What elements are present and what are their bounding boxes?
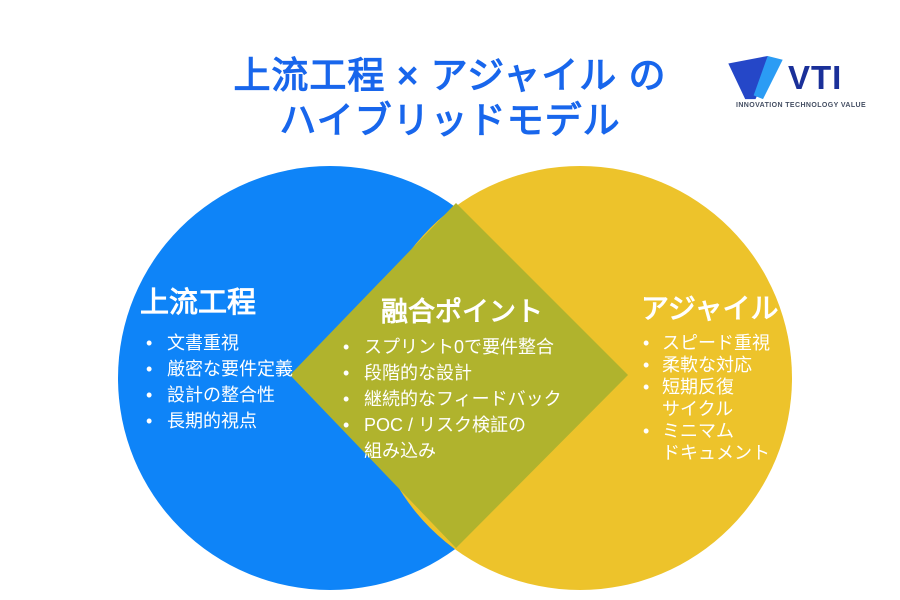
- fusion-points-heading: 融合ポイント: [381, 297, 543, 327]
- upstream-list: 文書重視 厳密な要件定義 設計の整合性 長期的視点: [140, 330, 350, 434]
- list-item: 厳密な要件定義: [140, 356, 350, 382]
- page-title-line-2: ハイブリッドモデル: [279, 100, 621, 141]
- list-item: ミニマム ドキュメント: [641, 420, 841, 464]
- fusion-points-list: スプリント0で要件整合 段階的な設計 継続的なフィードバック POC / リスク…: [337, 334, 587, 464]
- list-item: POC / リスク検証の 組み込み: [337, 412, 587, 464]
- list-item: 長期的視点: [140, 408, 350, 434]
- upstream-heading: 上流工程: [140, 287, 257, 319]
- list-item: スプリント0で要件整合: [337, 334, 587, 360]
- agile-section: アジャイル スピード重視 柔軟な対応 短期反復 サイクル ミニマム ドキュメント: [641, 292, 841, 464]
- list-item: 短期反復 サイクル: [641, 376, 841, 420]
- list-item: スピード重視: [641, 332, 841, 354]
- vti-logo-row: VTI: [727, 55, 877, 100]
- agile-heading: アジャイル: [641, 293, 779, 324]
- vti-logo: VTI INNOVATION TECHNOLOGY VALUE: [727, 55, 877, 109]
- fusion-points-section: 融合ポイント スプリント0で要件整合 段階的な設計 継続的なフィードバック PO…: [337, 296, 587, 464]
- vti-logo-text: VTI: [788, 59, 843, 96]
- list-item: 設計の整合性: [140, 382, 350, 408]
- vti-logo-icon-dark-shape: [728, 55, 772, 100]
- upstream-section: 上流工程 文書重視 厳密な要件定義 設計の整合性 長期的視点: [140, 286, 350, 434]
- list-item: 段階的な設計: [337, 360, 587, 386]
- list-item: 文書重視: [140, 330, 350, 356]
- list-item: 柔軟な対応: [641, 354, 841, 376]
- agile-list: スピード重視 柔軟な対応 短期反復 サイクル ミニマム ドキュメント: [641, 332, 841, 464]
- vti-logo-icon-light-shape: [753, 55, 783, 100]
- page-title: 上流工程 × アジャイル の ハイブリッドモデル: [150, 53, 750, 143]
- vti-logo-icon: [728, 55, 783, 100]
- vti-logo-tagline: INNOVATION TECHNOLOGY VALUE: [736, 102, 867, 109]
- page-title-line-1: 上流工程 × アジャイル の: [233, 55, 667, 96]
- list-item: 継続的なフィードバック: [337, 386, 587, 412]
